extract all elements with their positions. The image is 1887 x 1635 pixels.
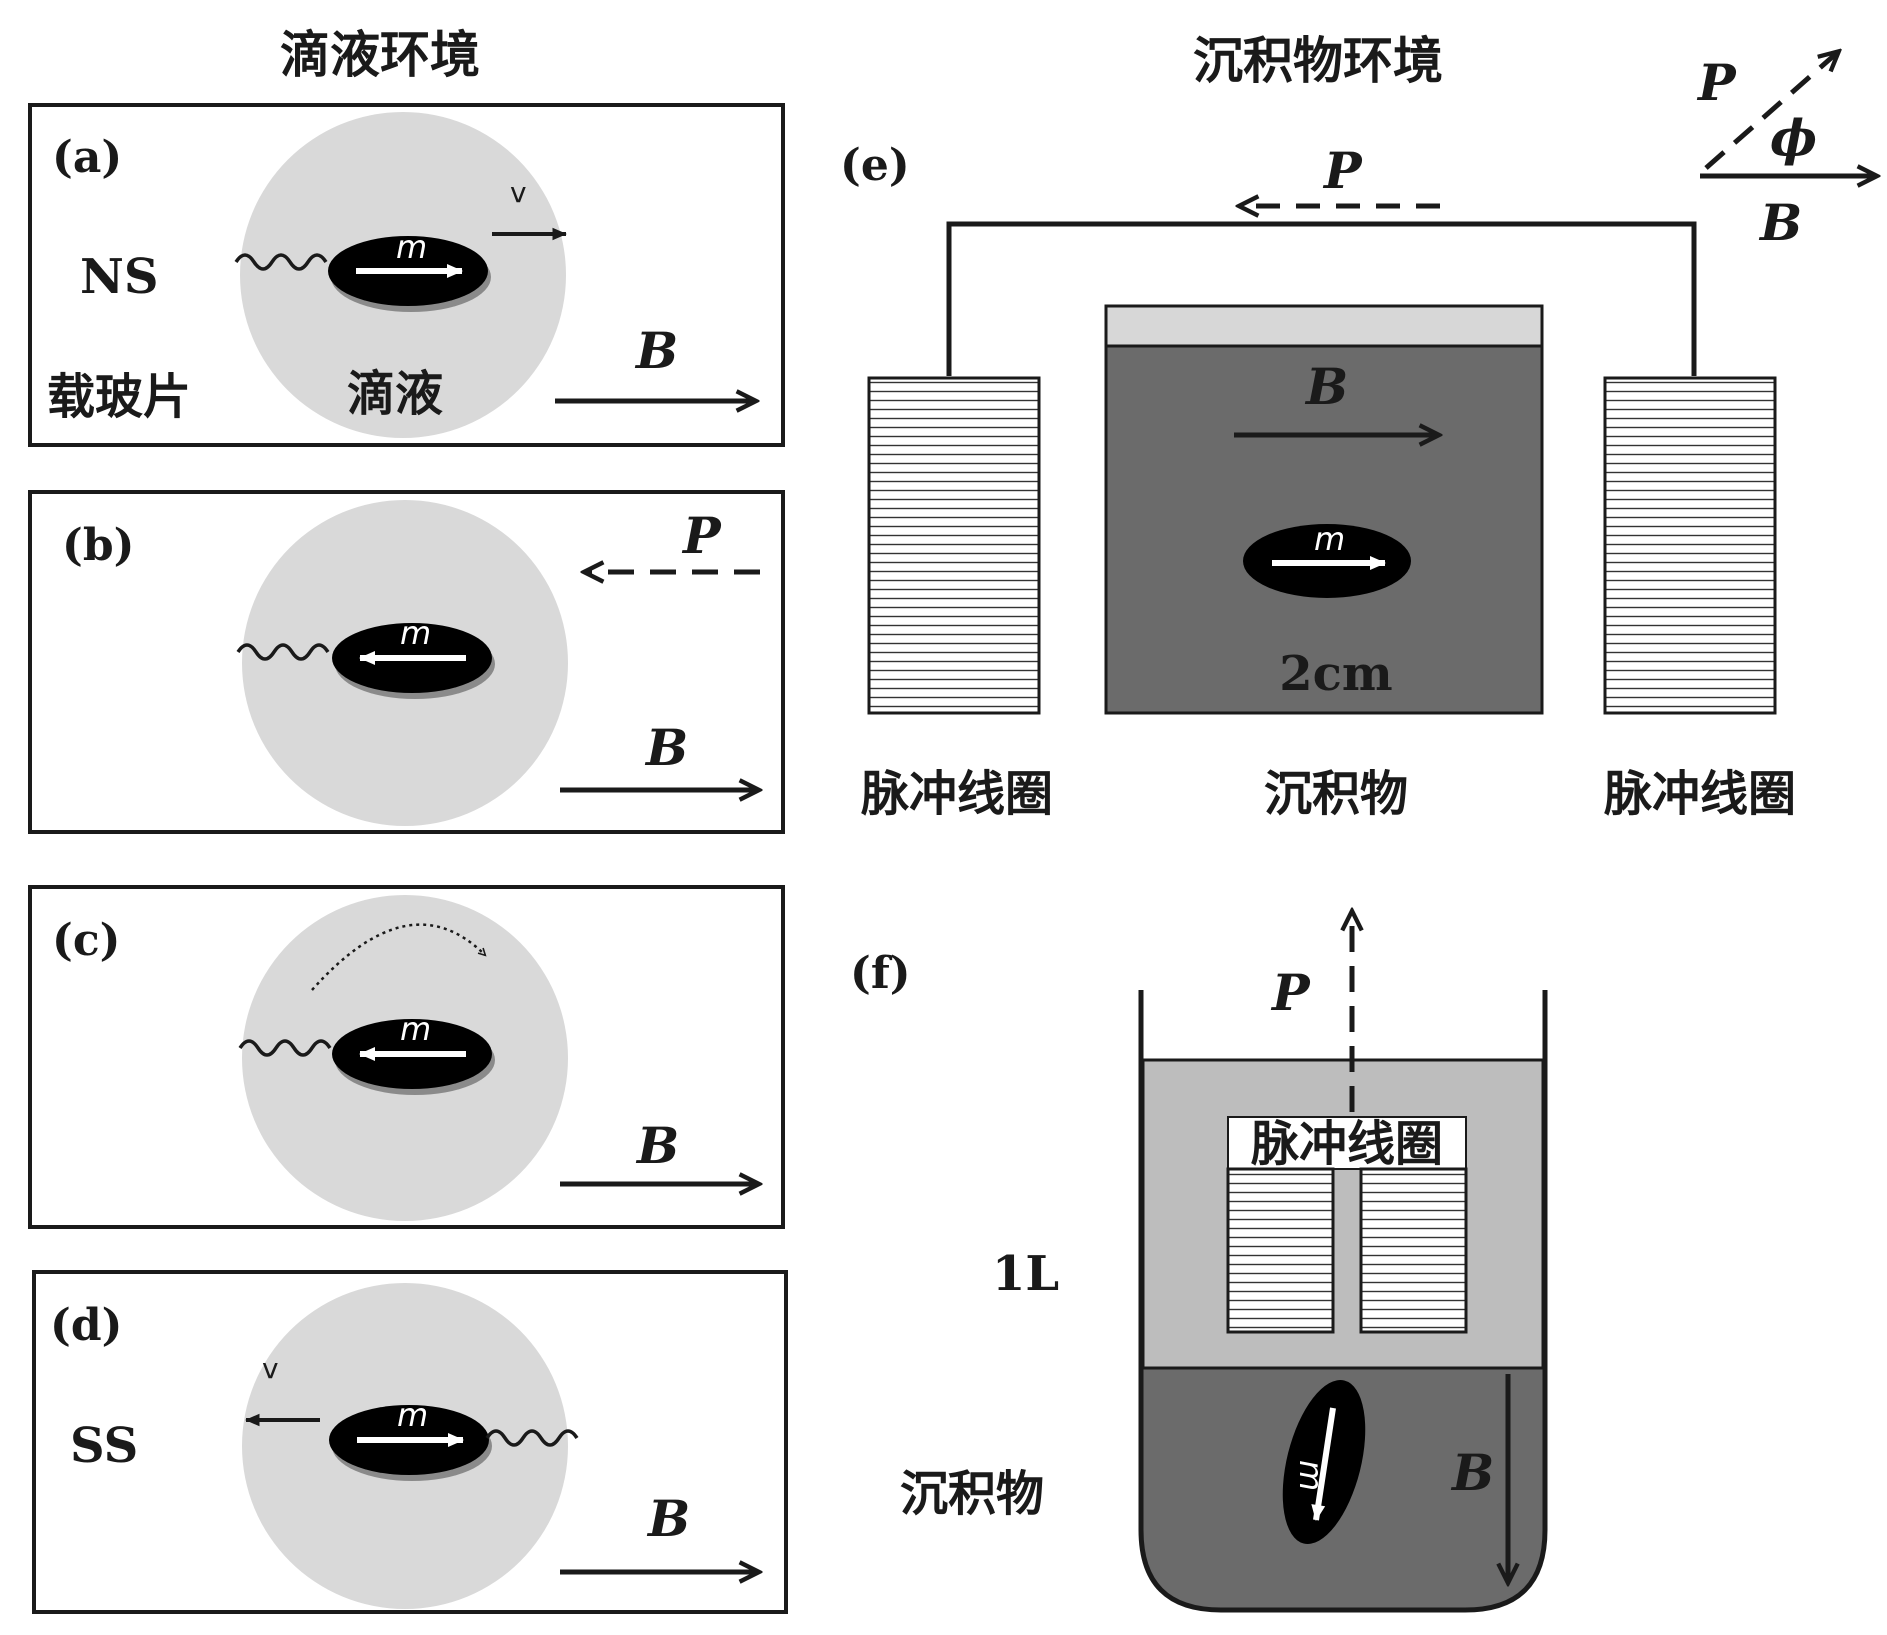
panel-d-frame	[32, 1270, 788, 1614]
panel-f-left-coil	[1226, 1167, 1335, 1334]
panel-e-pulse-label: P	[1322, 141, 1363, 200]
panel-f-water	[1141, 1058, 1545, 1370]
panel-f-pulse-label: P	[1270, 963, 1311, 1022]
panel-a-slide-label: 载玻片	[47, 369, 191, 425]
title-sediment-environment: 沉积物环境	[1193, 31, 1443, 90]
panel-f: (f) P 脉冲线圈 1L 沉积物 m B	[850, 912, 1548, 1613]
panel-c-flagellum	[238, 1039, 332, 1057]
panel-a-field-label: B	[634, 321, 678, 380]
panel-f-sediment-label: 沉积物	[900, 1466, 1044, 1522]
panel-b-frame	[28, 490, 785, 834]
panel-e: (e) P B m 2cm 脉冲线圈 沉积物 脉冲线圈	[840, 140, 1796, 822]
panel-a-frame	[28, 103, 785, 447]
panel-e-container-cap	[1104, 304, 1544, 348]
panel-c-label: (c)	[52, 915, 120, 966]
angle-legend: P ϕ B	[1696, 52, 1876, 252]
panel-f-bacterium: m	[1282, 1380, 1366, 1544]
panel-b-pulse-label: P	[681, 506, 722, 565]
panel-c-rotation-path	[311, 923, 485, 991]
panel-a-bacterium: m	[328, 228, 491, 312]
panel-e-sediment-label: 沉积物	[1264, 766, 1408, 822]
panel-a-moment-label: m	[396, 228, 427, 266]
panel-b-moment-label: m	[400, 614, 431, 652]
panel-d-moment-label: m	[397, 1396, 428, 1434]
panel-c-bacterium: m	[332, 1010, 495, 1095]
panel-a-flagellum	[234, 253, 328, 271]
panel-a-droplet-label: 滴液	[347, 366, 443, 422]
panel-f-volume-label: 1L	[992, 1246, 1059, 1302]
panel-c-frame	[28, 885, 785, 1229]
panel-e-left-coil	[867, 376, 1041, 715]
panel-e-right-coil	[1603, 376, 1777, 715]
legend-angle-label: ϕ	[1770, 108, 1817, 167]
panel-e-size-label: 2cm	[1279, 646, 1392, 702]
legend-pulse-label: P	[1696, 53, 1737, 112]
panel-e-right-coil-label: 脉冲线圈	[1604, 766, 1796, 822]
panel-d-flagellum	[485, 1429, 579, 1447]
panel-c-field-label: B	[635, 1116, 679, 1175]
panel-d-velocity-label: v	[262, 1352, 279, 1385]
panel-f-moment-label: m	[1292, 1460, 1330, 1491]
panel-e-moment-label: m	[1314, 520, 1345, 558]
panel-f-right-coil	[1359, 1167, 1468, 1334]
panel-a-label: (a)	[52, 132, 122, 183]
panel-a-velocity-label: v	[510, 176, 527, 209]
panel-b-field-label: B	[644, 718, 688, 777]
panel-f-coil-label-box	[1227, 1116, 1467, 1170]
panel-d-field-label: B	[646, 1489, 690, 1548]
panel-a-polarity: NS	[80, 249, 159, 305]
panel-f-field-label: B	[1450, 1443, 1494, 1502]
panel-b-label: (b)	[62, 520, 134, 571]
panel-e-label: (e)	[840, 140, 910, 191]
panel-a: (a) NS 载玻片 滴液 m v B	[28, 103, 785, 447]
panel-b-bacterium: m	[332, 614, 495, 699]
legend-pulse-arrow	[1704, 52, 1838, 170]
panel-f-moment-arrow	[1311, 1407, 1336, 1521]
panel-c-moment-label: m	[400, 1010, 431, 1048]
panel-f-label: (f)	[850, 948, 911, 999]
panel-e-left-coil-label: 脉冲线圈	[861, 766, 1053, 822]
panel-e-coil-wire	[946, 221, 1697, 376]
title-droplet-environment: 滴液环境	[280, 25, 480, 84]
panel-c: (c) m B	[28, 885, 785, 1229]
legend-field-label: B	[1758, 193, 1802, 252]
panel-d-bacterium: m	[329, 1396, 492, 1481]
panel-d-polarity: SS	[70, 1418, 138, 1474]
panel-b-flagellum	[236, 643, 330, 661]
panel-d: (d) SS v m B	[32, 1270, 788, 1614]
panel-f-beaker	[1138, 990, 1548, 1613]
panel-b: (b) m P B	[28, 490, 785, 834]
panel-f-coil-label: 脉冲线圈	[1251, 1116, 1443, 1172]
panel-e-bacterium: m	[1243, 520, 1411, 598]
panel-d-label: (d)	[50, 1300, 122, 1351]
panel-e-field-label: B	[1304, 357, 1348, 416]
